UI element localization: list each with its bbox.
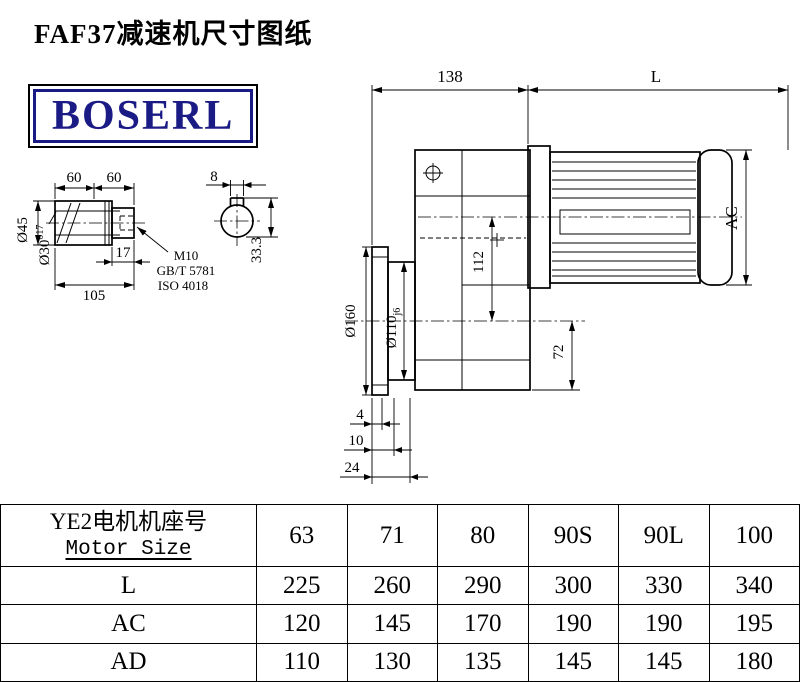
cell-AD-1: 130 [347, 643, 438, 682]
dim-60b-label: 60 [107, 170, 122, 186]
shaft-detail-view: 60 60 17 105 Ø45 Ø30017 [15, 170, 215, 304]
dimension-table: YE2电机机座号 Motor Size 63 71 80 90S 90L 100… [0, 504, 800, 682]
dim-110-fit: j6 [392, 308, 403, 317]
dim-L-label: L [651, 67, 661, 86]
cell-AC-4: 190 [619, 605, 710, 644]
cell-AC-1: 145 [347, 605, 438, 644]
cell-AC-2: 170 [438, 605, 529, 644]
dim-72: 72 [532, 321, 580, 391]
cell-AC-0: 120 [257, 605, 348, 644]
row-label-L: L [1, 567, 257, 606]
dim-105: 105 [54, 248, 134, 304]
dim-L: L [528, 67, 789, 150]
dim-17: 17 [96, 240, 150, 290]
dim-30-value: Ø30 [37, 240, 53, 266]
iso-standard-label: ISO 4018 [158, 278, 208, 293]
header-size-5: 100 [709, 505, 800, 567]
dim-30-label: Ø30017 [35, 225, 53, 266]
dim-8-label: 8 [210, 169, 218, 185]
dim-72-label: 72 [551, 345, 567, 360]
dim-138: 138 [371, 67, 529, 245]
dim-60-60: 60 60 [54, 170, 135, 205]
dim-shaft-od: Ø45 [15, 200, 55, 246]
cell-L-4: 330 [619, 567, 710, 606]
thread-label: M10 [174, 248, 199, 263]
header-size-1: 71 [347, 505, 438, 567]
dim-112-label: 112 [471, 251, 487, 273]
cell-L-5: 340 [709, 567, 800, 606]
cell-L-1: 260 [347, 567, 438, 606]
header-size-2: 80 [438, 505, 529, 567]
brand-logo-frame: BOSERL [33, 89, 254, 144]
motor-size-label-en: Motor Size [65, 537, 192, 561]
cell-AD-5: 180 [709, 643, 800, 682]
dim-bore-dia: Ø30017 [35, 211, 57, 266]
header-size-3: 90S [528, 505, 619, 567]
dim-45-label: Ø45 [15, 217, 31, 243]
motor [527, 145, 733, 289]
motor-fins [552, 161, 696, 277]
dim-112: 112 [471, 217, 495, 321]
cell-AD-4: 145 [619, 643, 710, 682]
reducer-main-view: 138 L AC 112 72 [340, 67, 789, 484]
dim-bottom-chain: 4 10 24 [340, 398, 428, 484]
dim-33-label: 33.3 [249, 237, 265, 263]
dim-17-label: 17 [116, 245, 132, 261]
header-size-4: 90L [619, 505, 710, 567]
cell-AD-3: 145 [528, 643, 619, 682]
dim-105-label: 105 [83, 288, 106, 304]
dim-AC-label: AC [722, 206, 741, 230]
dim-110-value: Ø110 [384, 316, 400, 349]
row-label-AD: AD [1, 643, 257, 682]
dim-60a-label: 60 [67, 170, 82, 186]
dim-138-label: 138 [437, 67, 463, 86]
dim-AC: AC [722, 149, 752, 286]
cell-AD-2: 135 [438, 643, 529, 682]
header-size-0: 63 [257, 505, 348, 567]
tapped-hole-hidden-lines [119, 215, 134, 231]
row-label-AC: AC [1, 605, 257, 644]
gb-standard-label: GB/T 5781 [157, 263, 216, 278]
brand-logo-text: BOSERL [52, 93, 235, 139]
cell-AC-5: 195 [709, 605, 800, 644]
dim-30-tolerance: 017 [35, 225, 46, 240]
cell-AC-3: 190 [528, 605, 619, 644]
header-cell-motor: YE2电机机座号 Motor Size [1, 505, 257, 567]
dim-160-label: Ø160 [343, 304, 359, 337]
dim-10-label: 10 [349, 433, 364, 449]
thread-spec-callout: M10 GB/T 5781 ISO 4018 [136, 226, 216, 293]
page-title: FAF37减速机尺寸图纸 [34, 19, 313, 49]
cell-L-3: 300 [528, 567, 619, 606]
cell-AD-0: 110 [257, 643, 348, 682]
motor-body [549, 151, 701, 284]
dim-key-width: 8 [206, 169, 266, 196]
motor-size-label-cn: YE2电机机座号 [49, 509, 208, 534]
brand-logo: BOSERL [28, 84, 259, 149]
dim-4-label: 4 [356, 407, 364, 423]
dim-key-depth: 33.3 [243, 197, 278, 263]
cell-L-2: 290 [438, 567, 529, 606]
motor-nameplate [559, 209, 691, 235]
cell-L-0: 225 [257, 567, 348, 606]
dim-pilot-dia: Ø110j6 [384, 262, 407, 380]
bolt-hole-mark [423, 163, 443, 183]
shaft-section-view: 8 33.3 [206, 169, 278, 263]
dim-110-label: Ø110j6 [384, 308, 403, 349]
dim-flange-od: Ø160 [343, 246, 372, 396]
shaft-small-section [111, 207, 135, 239]
technical-drawing: 138 L AC 112 72 [15, 67, 789, 484]
fan-cover [697, 149, 733, 286]
dim-24-label: 24 [345, 460, 361, 476]
